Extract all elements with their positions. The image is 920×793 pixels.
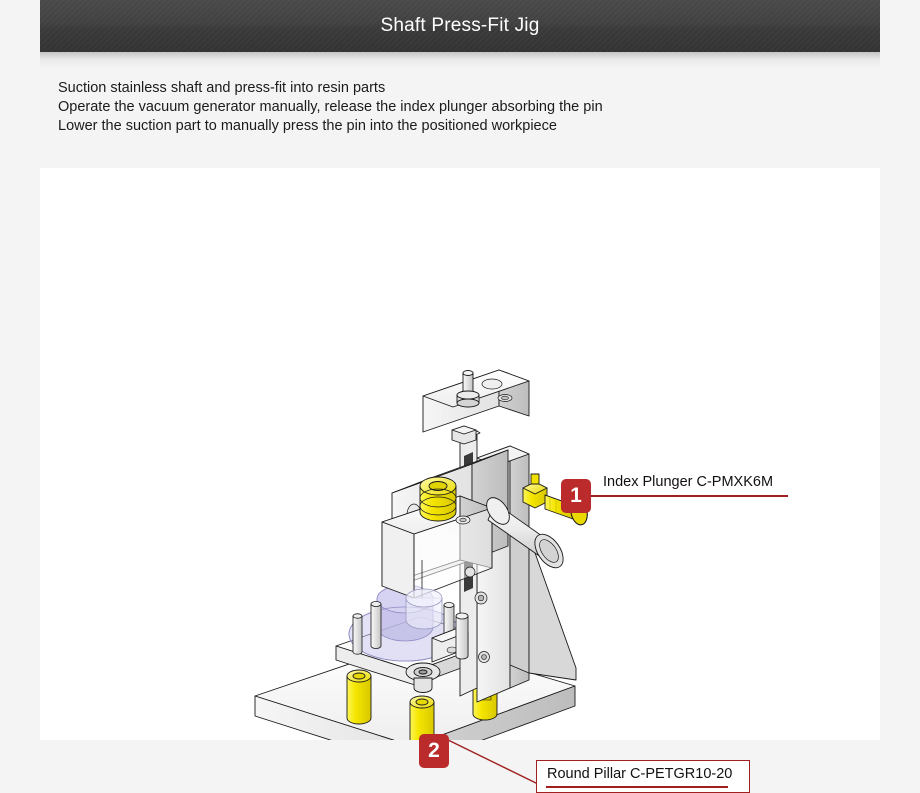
suction-head-block [381,495,493,599]
callout-box-2: Round Pillar C-PETGR10-20 [536,760,750,793]
mid-hex-nut [451,425,477,445]
column-fasteners [464,566,490,663]
illustration-panel: 1 Index Plunger C-PMXK6M 2 Round Pillar … [40,168,880,793]
top-stopper-shaft [456,370,480,408]
callout-2-leader-line [443,737,539,785]
page-header-bar: Shaft Press-Fit Jig [40,0,880,52]
callout-badge-2[interactable]: 2 [419,734,449,768]
index-plunger [522,473,588,526]
jig-assembly-illustration [40,168,880,740]
callout-badge-1[interactable]: 1 [561,479,591,513]
callout-1-leader-line [591,495,788,497]
header-drop-shadow [40,52,880,68]
standoff-posts [455,612,469,660]
horizontal-cylinder [486,497,564,569]
callout-label-1: Index Plunger C-PMXK6M [603,474,774,490]
callout-2-text-underline [546,786,728,788]
description-block: Suction stainless shaft and press-fit in… [58,79,758,136]
suction-nozzle [405,560,443,630]
vacuum-fitting-small [455,515,471,525]
round-pillar-left [346,669,372,725]
center-hub [405,662,441,693]
round-pillar-front [409,695,435,740]
page-title: Shaft Press-Fit Jig [380,15,540,36]
vacuum-fitting [419,476,457,522]
description-line-1: Suction stainless shaft and press-fit in… [58,80,386,96]
description-line-2: Operate the vacuum generator manually, r… [58,99,603,115]
callout-label-2: Round Pillar C-PETGR10-20 [547,766,733,782]
description-line-3: Lower the suction part to manually press… [58,118,557,134]
